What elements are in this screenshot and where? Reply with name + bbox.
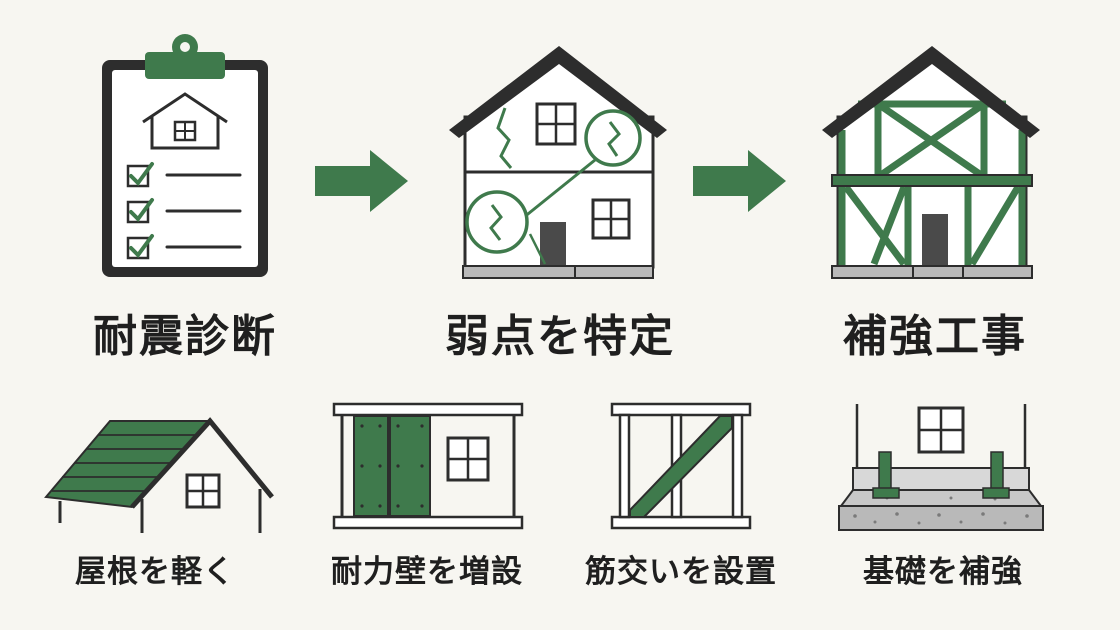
- step-label-diagnosis: 耐震診断: [93, 311, 277, 362]
- arrow-right-icon: [315, 150, 408, 212]
- diagonal-brace-icon: [610, 402, 752, 530]
- step-label-identify: 弱点を特定: [445, 311, 675, 362]
- step-label-construct: 補強工事: [843, 311, 1027, 362]
- arrow-right-icon: [693, 150, 786, 212]
- cracked-house-icon: [449, 46, 667, 279]
- light-roof-icon: [44, 417, 274, 533]
- method-label-foundation: 基礎を補強: [863, 554, 1023, 590]
- foundation-icon: [838, 404, 1044, 531]
- braced-house-icon: [822, 46, 1040, 279]
- clipboard-checklist-icon: [102, 34, 268, 277]
- method-label-wall: 耐力壁を増設: [331, 554, 523, 590]
- method-label-roof: 屋根を軽く: [75, 554, 235, 590]
- method-label-brace: 筋交いを設置: [585, 554, 777, 590]
- shear-wall-icon: [332, 402, 524, 530]
